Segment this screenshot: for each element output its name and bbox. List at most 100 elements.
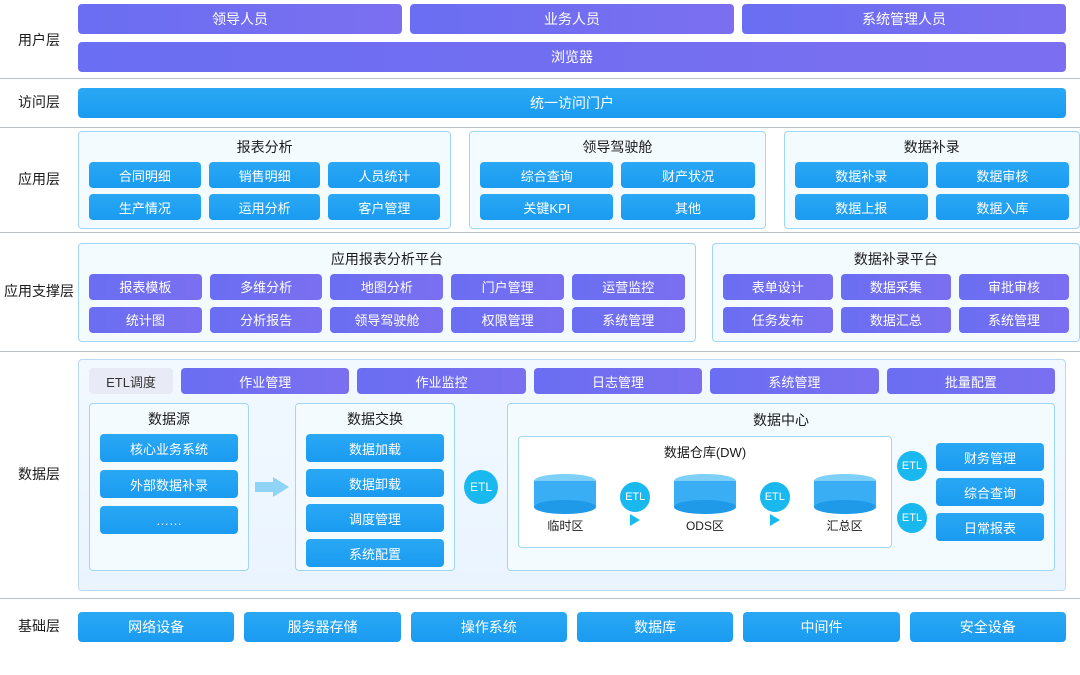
access-layer: 访问层 统一访问门户: [0, 79, 1080, 127]
support-item-system-mgmt[interactable]: 系统管理: [571, 306, 685, 333]
etl-item-log-mgmt[interactable]: 日志管理: [533, 368, 703, 394]
data-exchange-load[interactable]: 数据加载: [306, 434, 444, 462]
etl-item-system-mgmt[interactable]: 系统管理: [710, 368, 879, 394]
user-role-admin[interactable]: 系统管理人员: [742, 4, 1066, 34]
data-center-box: 数据中心 数据仓库(DW) 临时区: [507, 403, 1055, 571]
support-layer: 应用支撑层 应用报表分析平台 报表模板 多维分析 地图分析 门户管理 运营监控 …: [0, 233, 1080, 351]
app-item-asset-status[interactable]: 财产状况: [621, 162, 755, 188]
divider-data-base: [0, 598, 1080, 599]
application-layer-label: 应用层: [18, 171, 60, 188]
support-item-permission-mgmt[interactable]: 权限管理: [451, 306, 564, 333]
support-item-system-mgmt-2[interactable]: 系统管理: [958, 306, 1069, 333]
app-item-data-entry[interactable]: 数据补录: [794, 162, 928, 188]
app-item-comprehensive-query[interactable]: 综合查询: [480, 162, 614, 188]
user-role-list: 领导人员 业务人员 系统管理人员: [78, 4, 1080, 34]
etl-link-badge: ETL: [620, 481, 651, 512]
app-group-leader-cockpit: 领导驾驶舱 综合查询 财产状况 关键KPI 其他: [469, 131, 766, 229]
dw-zone-summary: 汇总区: [812, 473, 878, 534]
app-group-report-analysis: 报表分析 合同明细 销售明细 人员统计 生产情况 运用分析 客户管理: [78, 131, 452, 229]
etl-item-job-mgmt[interactable]: 作业管理: [181, 368, 350, 394]
support-item-data-collect[interactable]: 数据采集: [840, 273, 951, 300]
support-group-report-platform: 应用报表分析平台 报表模板 多维分析 地图分析 门户管理 运营监控 统计图 分析…: [78, 242, 696, 342]
base-layer-label: 基础层: [18, 618, 60, 635]
etl-item-job-monitor[interactable]: 作业监控: [357, 368, 526, 394]
app-item-data-warehouse-in[interactable]: 数据入库: [935, 194, 1069, 220]
divider-user-access: [0, 78, 1080, 79]
dw-link-ods-summary: ETL: [753, 481, 797, 526]
support-item-data-summary[interactable]: 数据汇总: [840, 306, 951, 333]
app-item-operation-analysis[interactable]: 运用分析: [208, 194, 321, 220]
support-group-title: 数据补录平台: [853, 250, 938, 267]
data-exchange-box: 数据交换 数据加载 数据卸载 调度管理 系统配置: [295, 403, 455, 571]
support-layer-label: 应用支撑层: [4, 283, 74, 300]
app-item-data-report[interactable]: 数据上报: [794, 194, 928, 220]
output-finance-mgmt[interactable]: 财务管理: [936, 443, 1044, 471]
etl-item-batch-config[interactable]: 批量配置: [886, 368, 1056, 394]
divider-support-data: [0, 351, 1080, 352]
output-daily-report[interactable]: 日常报表: [936, 513, 1044, 541]
data-warehouse-title: 数据仓库(DW): [663, 445, 747, 460]
support-item-map-analysis[interactable]: 地图分析: [330, 273, 444, 300]
output-comprehensive-query[interactable]: 综合查询: [936, 478, 1044, 506]
divider-app-support: [0, 232, 1080, 233]
user-role-leader[interactable]: 领导人员: [78, 4, 402, 34]
base-item-security-device[interactable]: 安全设备: [909, 612, 1066, 642]
data-center-title: 数据中心: [753, 412, 809, 428]
dw-zone-label: 汇总区: [826, 518, 863, 533]
data-exchange-config[interactable]: 系统配置: [306, 539, 444, 567]
dw-zone-label: ODS区: [685, 518, 724, 533]
unified-portal[interactable]: 统一访问门户: [78, 88, 1066, 118]
data-source-more[interactable]: ……: [100, 506, 238, 534]
support-item-report-template[interactable]: 报表模板: [89, 273, 202, 300]
data-layer-label: 数据层: [18, 466, 60, 483]
data-source-box: 数据源 核心业务系统 外部数据补录 ……: [89, 403, 249, 571]
support-item-multidim-analysis[interactable]: 多维分析: [209, 273, 323, 300]
app-group-title: 数据补录: [903, 139, 960, 155]
data-exchange-unload[interactable]: 数据卸载: [306, 469, 444, 497]
support-item-analysis-report[interactable]: 分析报告: [209, 306, 323, 333]
app-item-other[interactable]: 其他: [621, 194, 755, 220]
etl-schedule-row: ETL调度 作业管理 作业监控 日志管理 系统管理 批量配置: [89, 368, 1056, 394]
right-arrow-icon: [255, 477, 289, 497]
data-exchange-schedule[interactable]: 调度管理: [306, 504, 444, 532]
app-group-title: 报表分析: [236, 139, 293, 155]
base-item-network-device[interactable]: 网络设备: [78, 612, 235, 642]
support-item-form-design[interactable]: 表单设计: [722, 273, 833, 300]
app-item-staff-stats[interactable]: 人员统计: [328, 162, 441, 188]
data-source-core-business[interactable]: 核心业务系统: [100, 434, 238, 462]
data-source-external-entry[interactable]: 外部数据补录: [100, 470, 238, 498]
app-item-contract-detail[interactable]: 合同明细: [89, 162, 201, 188]
user-browser[interactable]: 浏览器: [78, 42, 1066, 72]
app-item-data-audit[interactable]: 数据审核: [935, 162, 1069, 188]
support-group-title: 应用报表分析平台: [330, 250, 443, 267]
app-item-production[interactable]: 生产情况: [89, 194, 201, 220]
base-item-middleware[interactable]: 中间件: [743, 612, 900, 642]
data-exchange-title: 数据交换: [347, 411, 403, 427]
app-item-customer-mgmt[interactable]: 客户管理: [328, 194, 441, 220]
database-cylinder-icon: ODS区: [672, 473, 738, 534]
app-group-data-entry: 数据补录 数据补录 数据审核 数据上报 数据入库: [783, 131, 1080, 229]
etl-badges-warehouse-to-apps: ETL ETL: [892, 451, 932, 533]
support-item-task-publish[interactable]: 任务发布: [722, 306, 833, 333]
support-item-leader-cockpit[interactable]: 领导驾驶舱: [330, 306, 444, 333]
app-item-key-kpi[interactable]: 关键KPI: [480, 194, 614, 220]
support-group-data-entry-platform: 数据补录平台 表单设计 数据采集 审批审核 任务发布 数据汇总 系统管理: [711, 242, 1080, 342]
etl-out-badge-top: ETL: [897, 451, 927, 481]
arrow-source-to-exchange: [249, 403, 295, 571]
user-role-business[interactable]: 业务人员: [410, 4, 734, 34]
database-cylinder-icon: 临时区: [532, 473, 598, 534]
base-item-server-storage[interactable]: 服务器存储: [244, 612, 401, 642]
support-item-approval-audit[interactable]: 审批审核: [958, 273, 1069, 300]
support-item-statistics-chart[interactable]: 统计图: [89, 306, 202, 333]
support-item-portal-mgmt[interactable]: 门户管理: [451, 273, 564, 300]
access-layer-label: 访问层: [18, 94, 60, 111]
data-center-outputs: 财务管理 综合查询 日常报表: [932, 443, 1044, 541]
dw-zone-temp: 临时区: [532, 473, 598, 534]
application-layer: 应用层 报表分析 合同明细 销售明细 人员统计 生产情况 运用分析 客户管理 领…: [0, 128, 1080, 232]
base-item-database[interactable]: 数据库: [576, 612, 734, 642]
etl-badge: ETL: [464, 470, 498, 504]
app-item-sales-detail[interactable]: 销售明细: [208, 162, 321, 188]
base-item-os[interactable]: 操作系统: [410, 612, 567, 642]
support-item-ops-monitor[interactable]: 运营监控: [571, 273, 685, 300]
